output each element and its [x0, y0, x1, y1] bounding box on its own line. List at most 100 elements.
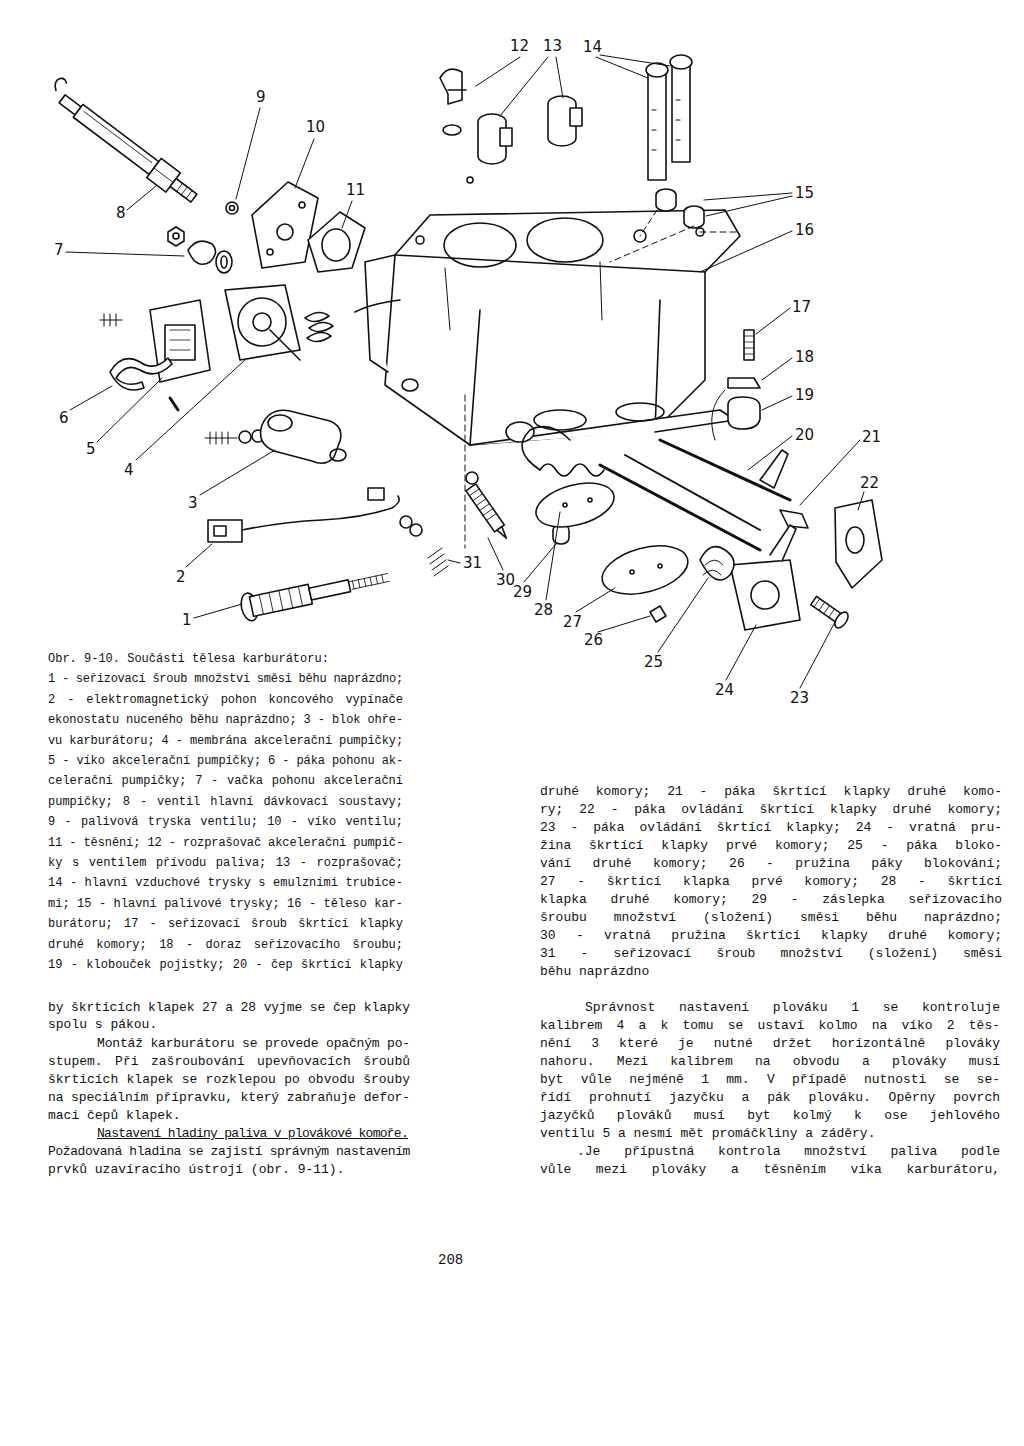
mixture-screw [466, 484, 511, 542]
callout-number: 22 [860, 474, 879, 492]
leader-lines [448, 560, 460, 563]
pump-membrane [225, 285, 300, 360]
caption-line: běhu naprázdno [540, 964, 649, 980]
solenoid-wire [410, 524, 422, 536]
carburetor-body [527, 218, 603, 262]
pump-lever [170, 398, 178, 410]
idle-screw [239, 564, 392, 623]
leader-lines [476, 57, 520, 86]
needle-valve [52, 76, 68, 93]
pump-membrane [253, 313, 271, 331]
leader-lines [704, 193, 792, 216]
needle-valve [230, 206, 235, 211]
callout-number: 10 [306, 118, 325, 136]
carburetor-body [470, 410, 735, 445]
body-line: .Je přípustná kontrola množství paliva p… [577, 1144, 1000, 1160]
body-line: spolu s pákou. [48, 1017, 157, 1033]
valve-cover [252, 182, 318, 268]
screw-23 [832, 610, 851, 630]
solenoid-wire [208, 488, 448, 576]
solenoid-wire [214, 526, 226, 536]
throttle-plates [630, 570, 634, 574]
caption-line: pumpičky; 8 - ventil hlavní dávkovací so… [48, 795, 403, 809]
callout-number: 30 [496, 571, 515, 589]
carburetor-body [416, 236, 424, 244]
screw-washers [239, 431, 251, 443]
carburetor-body [365, 255, 395, 372]
nozzles [500, 128, 512, 146]
callout-number: 27 [563, 613, 582, 631]
pump-membrane [225, 285, 300, 360]
heater-block [261, 410, 347, 463]
page-number: 208 [438, 1252, 463, 1269]
caption-line: druhé komory; 18 - doraz seřizovacího šr… [48, 938, 403, 952]
callout-number: 16 [795, 221, 814, 239]
leader-lines [598, 616, 650, 632]
carburetor-body [385, 255, 705, 445]
caption-line: žina škrtící klapky prvé komory; 25 - pá… [540, 838, 1002, 854]
air-jets [672, 62, 690, 162]
body-line: Montáž karburátoru se provede opačným po… [97, 1036, 410, 1052]
idle-screw [249, 584, 312, 616]
screw-washers [205, 430, 264, 444]
caption-line: 5 - víko akcelerační pumpičky; 6 - páka … [48, 754, 403, 768]
carburetor-body [402, 379, 418, 391]
needle-valve [73, 104, 158, 174]
callout-number: 28 [534, 601, 553, 619]
callout-number: 3 [188, 494, 198, 512]
stop-screw-parts [744, 336, 754, 354]
callout-number: 19 [795, 386, 814, 404]
leader-lines [295, 139, 314, 188]
solenoid-wire [400, 516, 412, 528]
cam-and-nut [173, 233, 179, 239]
body-line: by škrticích klapek 27 a 28 vyjme se čep… [48, 1000, 410, 1016]
throttle-plates [625, 455, 760, 530]
caption-line: 11 - těsnění; 12 - rozprašovač akcelerač… [48, 836, 403, 850]
solenoid-wire [242, 496, 399, 530]
callout-number: 17 [792, 298, 811, 316]
assembly-dash [465, 395, 466, 548]
air-jets [648, 70, 666, 180]
caption-line: druhé komory; 21 - páka škrtící klapky d… [540, 784, 1002, 800]
nozzles [467, 96, 582, 183]
caption-line: 27 - škrtící klapka prvé komory; 28 - šk… [540, 874, 1002, 890]
throttle-plates [600, 465, 760, 550]
throttle-shaft-2 [780, 510, 808, 528]
solenoid-wire [428, 548, 448, 576]
idle-screw [239, 564, 392, 623]
callout-number: 23 [790, 689, 809, 707]
cam-and-nut [188, 241, 216, 264]
stop-screw-parts [728, 378, 760, 388]
callout-number: 4 [124, 461, 134, 479]
callout-number: 7 [54, 241, 64, 259]
callout-number: 8 [116, 204, 126, 222]
leader-lines [576, 588, 615, 612]
return-spring [522, 427, 570, 470]
valve-cover [252, 182, 318, 268]
mixture-screw [497, 527, 509, 540]
solenoid-wire [208, 520, 242, 542]
plate-22 [846, 527, 864, 553]
air-jets [656, 189, 676, 211]
caption-line: 30 - vratná pružina škrtící klapky druhé… [540, 928, 1002, 944]
needle-valve [170, 179, 197, 203]
carburetor-body [355, 300, 400, 312]
screw-washers [205, 432, 237, 444]
leader-lines [236, 108, 260, 199]
needle-valve [154, 168, 173, 182]
body-line: prvků uzavíracího ústrojí (obr. 9-11). [48, 1162, 344, 1178]
caption-line: vání druhé komory; 26 - pružina páky blo… [540, 856, 1002, 872]
return-spring [522, 427, 604, 476]
air-jets [684, 206, 704, 228]
carburetor-body [444, 223, 516, 267]
leader-lines [70, 386, 112, 410]
pump-nozzle [440, 69, 462, 104]
caption-line: klapka druhé komory; 29 - záslepka seřiz… [540, 892, 1002, 908]
caption-line: ry; 22 - páka ovládání škrtící klapky dr… [540, 802, 1002, 818]
throttle-plates [531, 475, 619, 534]
carburetor-body [506, 422, 534, 442]
leader-lines [596, 55, 670, 78]
callout-number: 31 [463, 554, 482, 572]
leader-lines [658, 578, 708, 652]
caption-line: 9 - palivová tryska ventilu; 10 - víko v… [48, 815, 403, 829]
